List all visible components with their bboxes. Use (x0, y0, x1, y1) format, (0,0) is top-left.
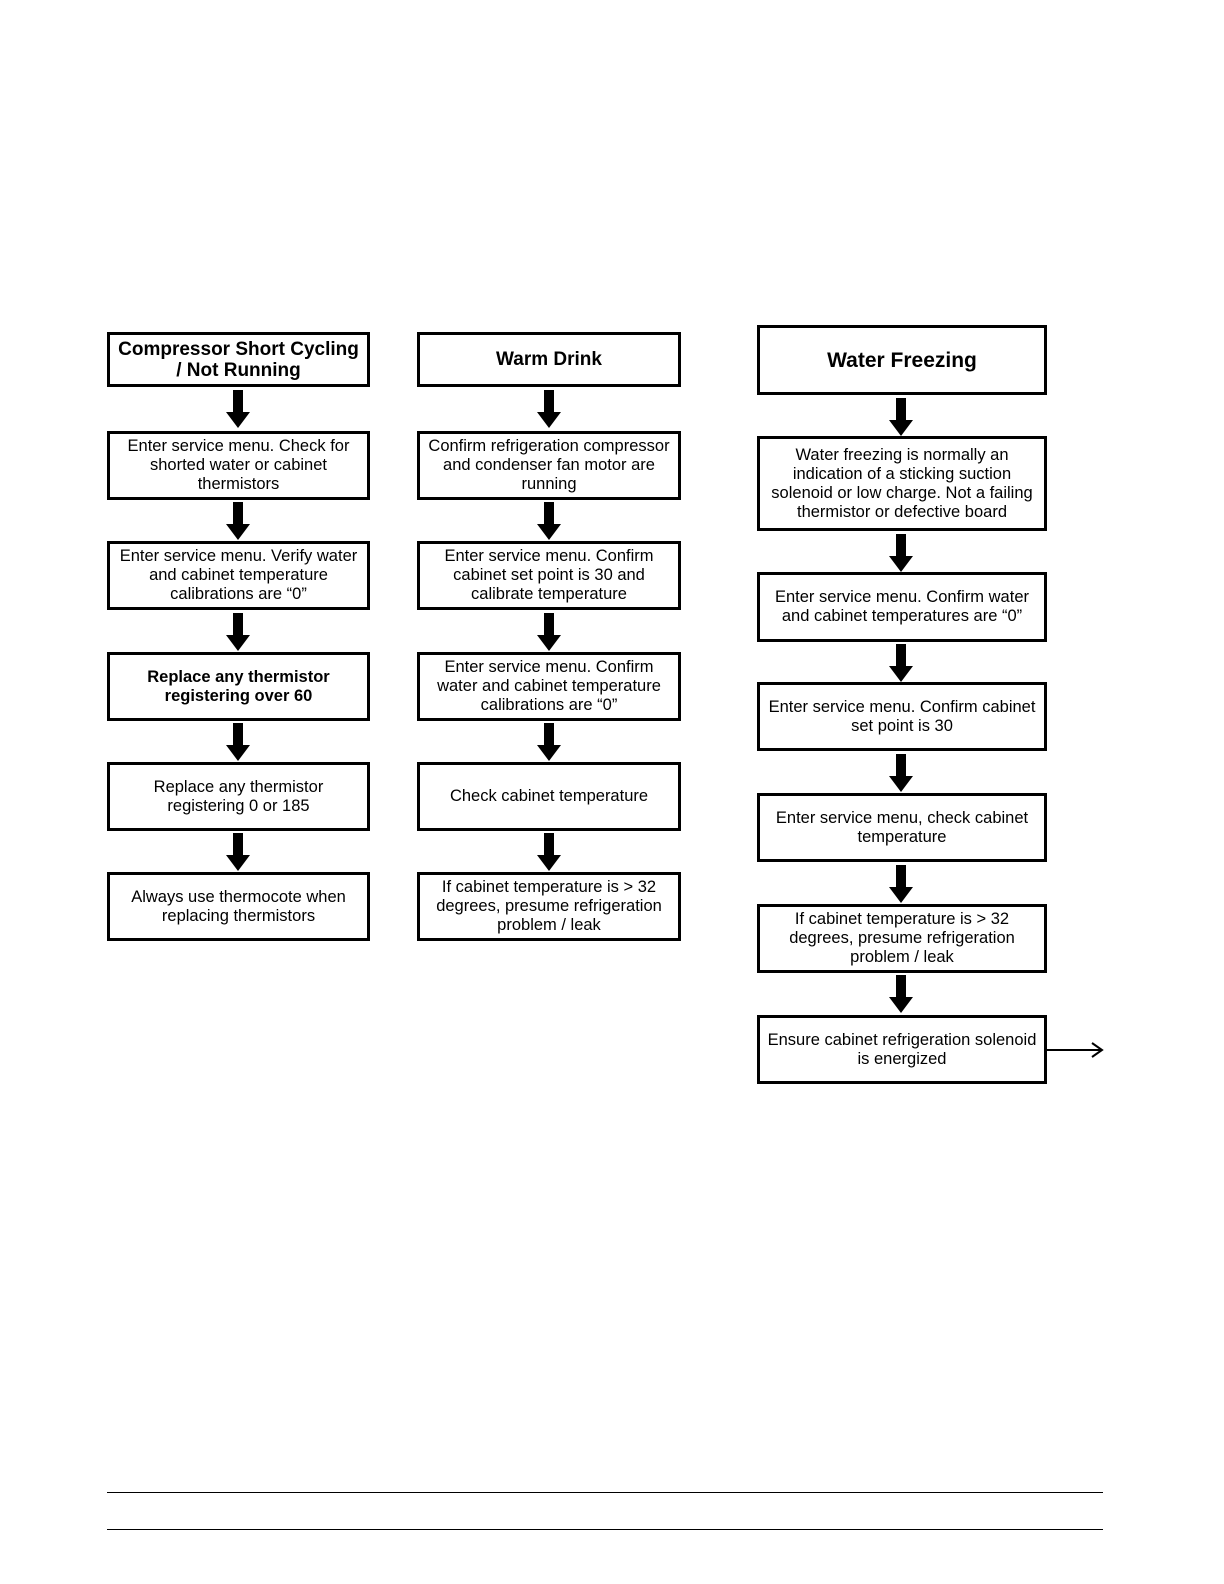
footer-rule-top (107, 1492, 1103, 1493)
flow-title-warm-drink: Warm Drink (417, 332, 681, 387)
flow-title-compressor-short-cycling: Compressor Short Cycling / Not Running (107, 332, 370, 387)
flow-title-water-freezing: Water Freezing (757, 325, 1047, 395)
flow-step: Replace any thermistor registering 0 or … (107, 762, 370, 831)
flow-step: Enter service menu. Verify water and cab… (107, 541, 370, 610)
down-arrow-icon (889, 644, 913, 682)
flow-step: Enter service menu. Confirm cabinet set … (757, 682, 1047, 751)
flow-step: Enter service menu. Confirm cabinet set … (417, 541, 681, 610)
down-arrow-icon (537, 390, 561, 428)
down-arrow-icon (537, 723, 561, 761)
flow-step: Enter service menu. Confirm water and ca… (417, 652, 681, 721)
down-arrow-icon (537, 502, 561, 540)
down-arrow-icon (537, 613, 561, 651)
down-arrow-icon (889, 865, 913, 903)
flow-step: Always use thermocote when replacing the… (107, 872, 370, 941)
flow-step: If cabinet temperature is > 32 degrees, … (757, 904, 1047, 973)
down-arrow-icon (226, 613, 250, 651)
footer-rule-bottom (107, 1529, 1103, 1530)
flow-step: Water freezing is normally an indication… (757, 436, 1047, 531)
flow-step: Enter service menu. Check for shorted wa… (107, 431, 370, 500)
down-arrow-icon (889, 534, 913, 572)
flow-step: Ensure cabinet refrigeration solenoid is… (757, 1015, 1047, 1084)
down-arrow-icon (226, 833, 250, 871)
down-arrow-icon (889, 398, 913, 436)
flow-step: Replace any thermistor registering over … (107, 652, 370, 721)
down-arrow-icon (889, 754, 913, 792)
right-arrow-icon (1046, 1042, 1104, 1058)
flow-step: Enter service menu, check cabinet temper… (757, 793, 1047, 862)
flow-step: If cabinet temperature is > 32 degrees, … (417, 872, 681, 941)
down-arrow-icon (889, 975, 913, 1013)
down-arrow-icon (537, 833, 561, 871)
flow-step: Confirm refrigeration compressor and con… (417, 431, 681, 500)
down-arrow-icon (226, 390, 250, 428)
flow-step: Check cabinet temperature (417, 762, 681, 831)
flow-step: Enter service menu. Confirm water and ca… (757, 572, 1047, 642)
down-arrow-icon (226, 502, 250, 540)
down-arrow-icon (226, 723, 250, 761)
